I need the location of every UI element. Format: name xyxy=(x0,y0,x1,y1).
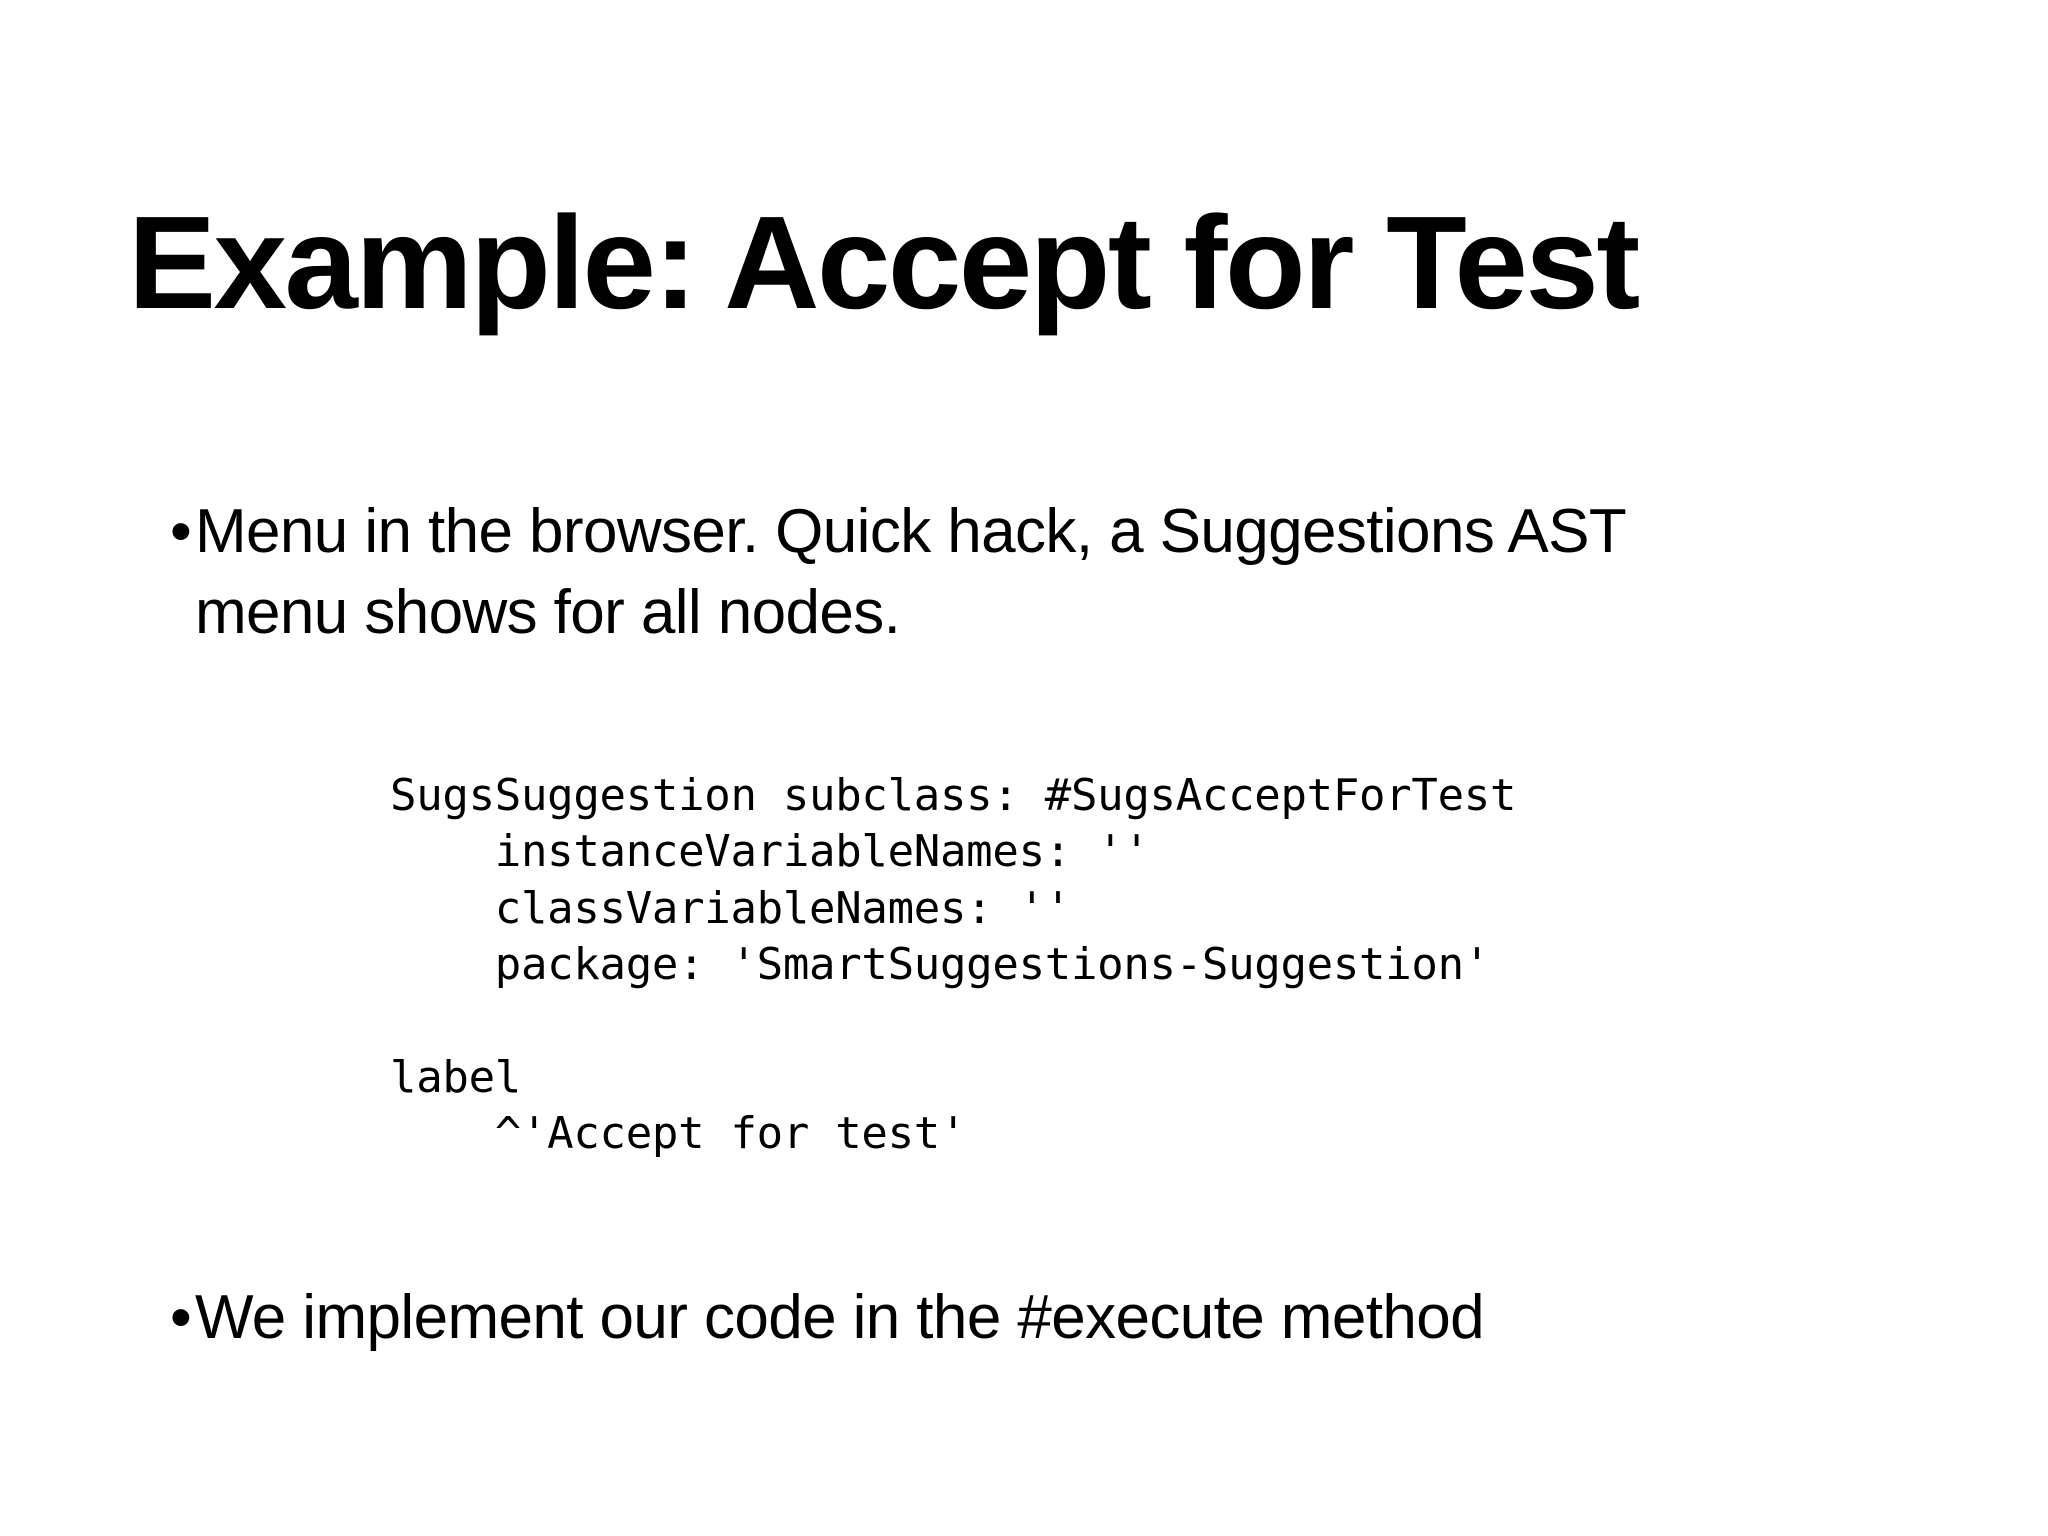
slide-title: Example: Accept for Test xyxy=(128,189,1640,337)
bullet-item-2-text: We implement our code in the #execute me… xyxy=(195,1283,1485,1352)
bullet-point-icon: • xyxy=(170,497,192,566)
bullet-item-2: • We implement our code in the #execute … xyxy=(132,1278,1892,1359)
bullet-point-icon: • xyxy=(170,1283,192,1352)
code-snippet: SugsSuggestion subclass: #SugsAcceptForT… xyxy=(390,770,1517,1159)
bullet-item-1: • Menu in the browser. Quick hack, a Sug… xyxy=(132,492,1852,653)
bullet-item-1-text: Menu in the browser. Quick hack, a Sugge… xyxy=(195,497,1627,647)
